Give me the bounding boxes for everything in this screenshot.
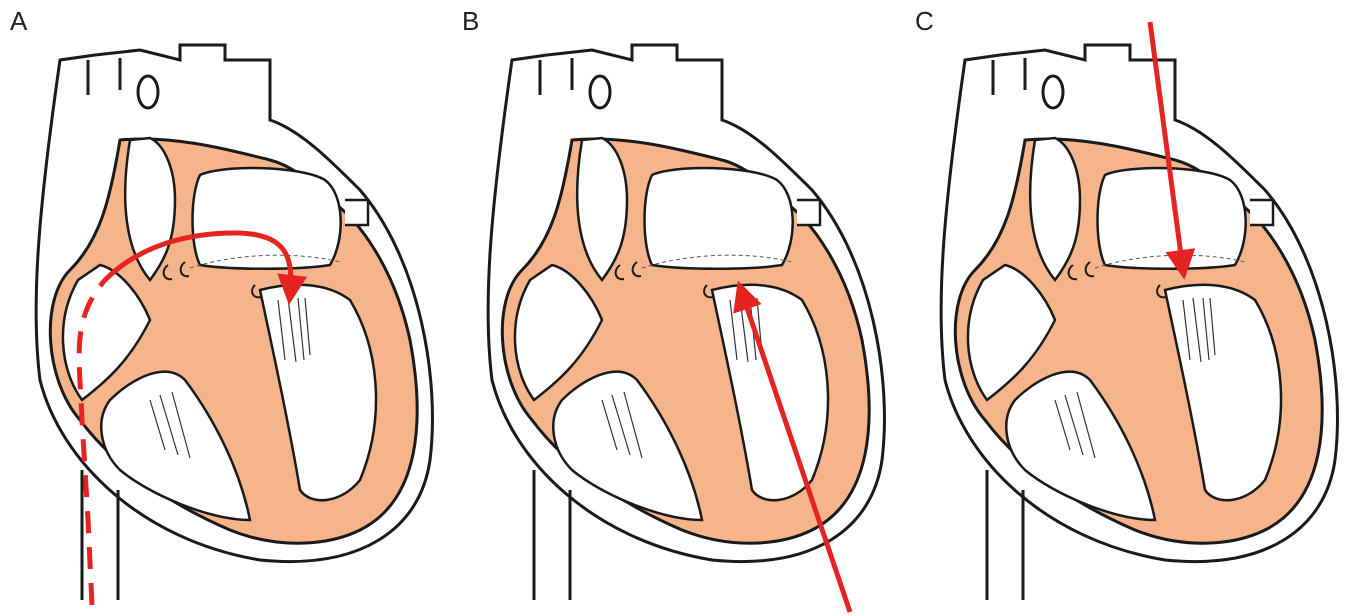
- heart-diagram-a: [0, 0, 452, 616]
- heart-diagram-c: [905, 0, 1357, 616]
- panel-transatrial: C: [905, 0, 1357, 616]
- panel-transapical: B: [452, 0, 904, 616]
- heart-diagram-b: [452, 0, 904, 616]
- panel-transseptal: A: [0, 0, 452, 616]
